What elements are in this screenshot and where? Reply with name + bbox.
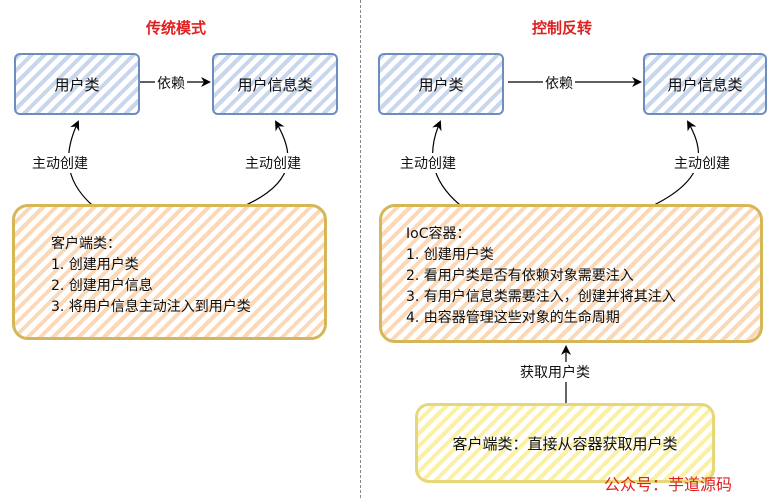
left-user-info-class-box: 用户信息类 [212,53,338,115]
ioc-line-3: 3. 有用户信息类需要注入，创建并将其注入 [406,289,676,305]
right-user-class-label: 用户类 [418,75,464,94]
right-depends-label: 依赖 [543,73,575,93]
left-client-heading: 客户端类： [51,236,121,252]
watermark: 公众号：芋道源码 [604,475,733,494]
left-depends-label: 依赖 [155,73,187,93]
left-user-class-label: 用户类 [54,75,100,94]
section-divider [360,0,361,498]
left-title: 传统模式 [145,19,206,37]
ioc-container-box: IoC容器： 1. 创建用户类 2. 看用户类是否有依赖对象需要注入 3. 有用… [379,204,763,343]
right-user-class-box: 用户类 [378,53,504,115]
right-title: 控制反转 [531,19,592,37]
left-create-label-2: 主动创建 [243,153,303,173]
left-user-info-class-label: 用户信息类 [237,75,313,94]
left-create-label-1: 主动创建 [30,153,90,173]
right-create-label-1: 主动创建 [398,153,458,173]
ioc-line-2: 2. 看用户类是否有依赖对象需要注入 [406,268,634,284]
right-create-label-2: 主动创建 [672,153,732,173]
right-user-info-class-box: 用户信息类 [643,53,767,115]
right-client-text: 客户端类：直接从容器获取用户类 [452,434,678,453]
right-client-box: 客户端类：直接从容器获取用户类 [415,403,715,483]
ioc-heading: IoC容器： [406,226,471,242]
left-client-box: 客户端类： 1. 创建用户类 2. 创建用户信息 3. 将用户信息主动注入到用户… [12,204,327,340]
left-client-line-3: 3. 将用户信息主动注入到用户类 [51,299,251,315]
left-client-line-1: 1. 创建用户类 [51,257,139,273]
left-client-line-2: 2. 创建用户信息 [51,278,153,294]
left-user-class-box: 用户类 [14,53,140,115]
ioc-line-4: 4. 由容器管理这些对象的生命周期 [406,310,620,326]
ioc-line-1: 1. 创建用户类 [406,247,494,263]
right-user-info-class-label: 用户信息类 [667,75,743,94]
get-user-class-label: 获取用户类 [518,362,592,382]
